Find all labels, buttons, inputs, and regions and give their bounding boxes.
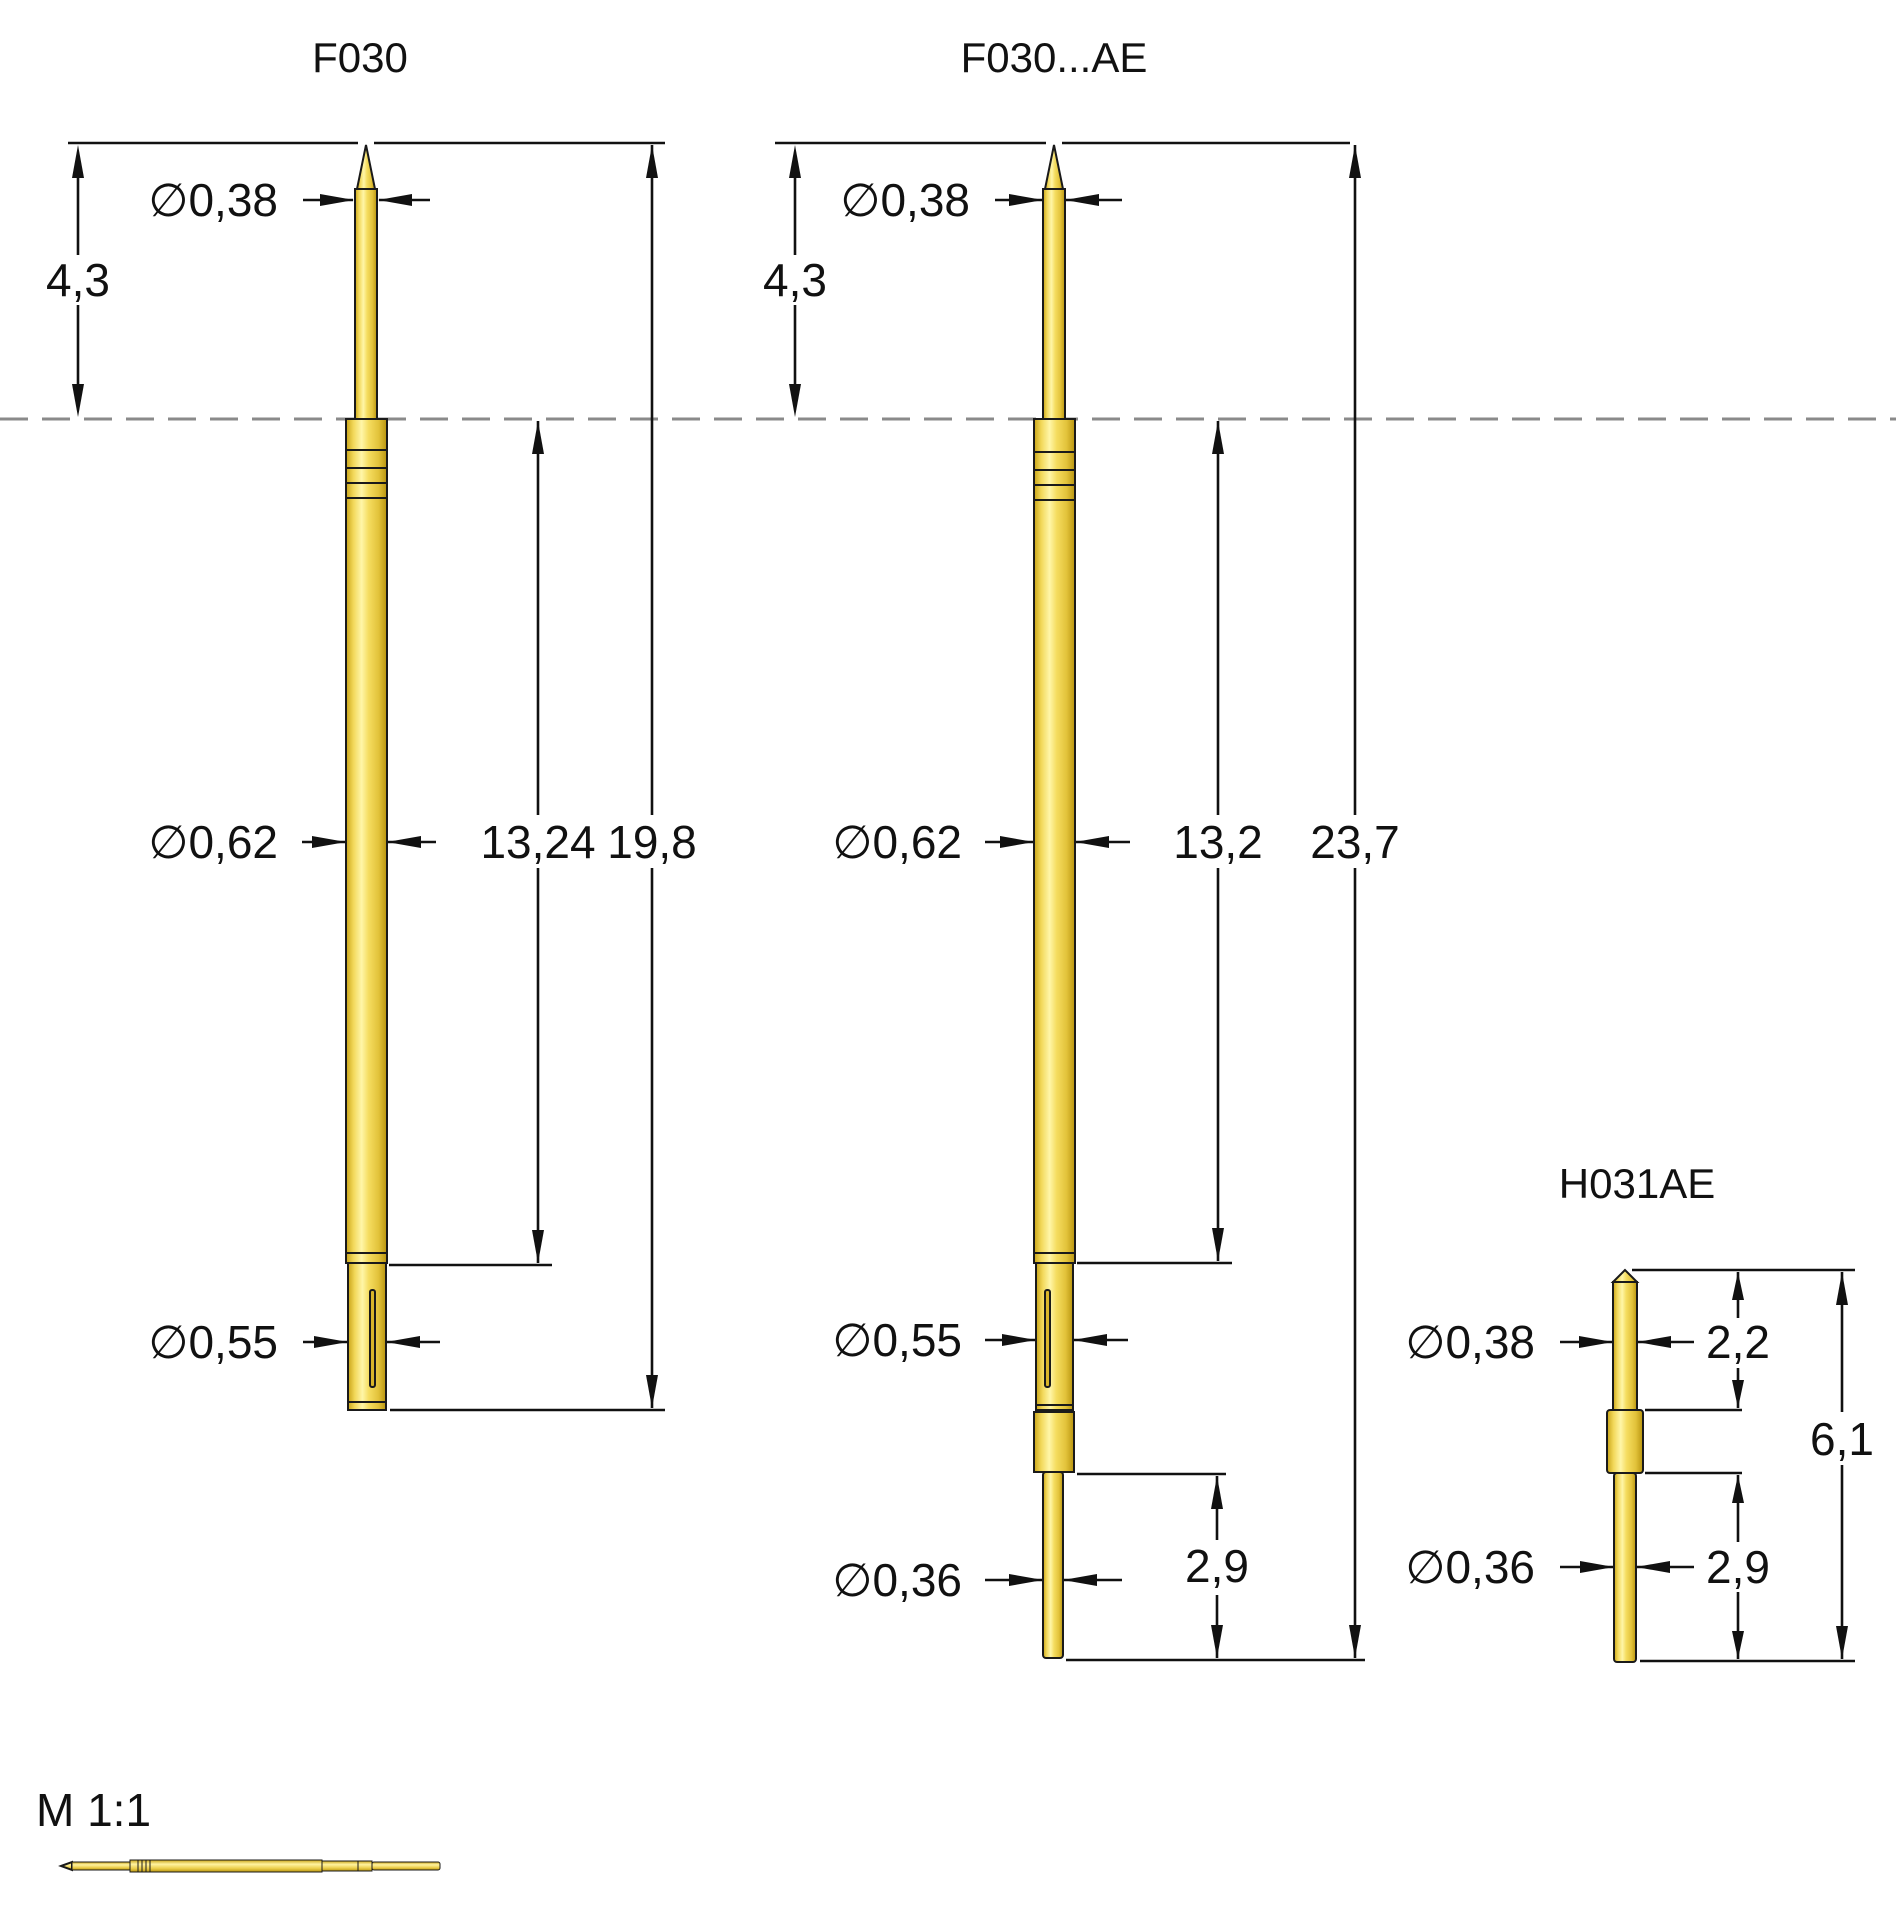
f030ae-tail-diameter: ∅0,55 — [832, 1314, 962, 1366]
h031ae-lower-diameter: ∅0,36 — [1405, 1541, 1535, 1593]
f030-tip-length: 4,3 — [46, 254, 110, 306]
f030-tail-diameter: ∅0,55 — [148, 1316, 278, 1368]
f030ae-total-length: 23,7 — [1310, 816, 1400, 868]
scale-label: M 1:1 — [36, 1784, 151, 1836]
f030ae-pin-length: 2,9 — [1185, 1540, 1249, 1592]
f030-tip-diameter: ∅0,38 — [148, 174, 278, 226]
h031ae-lower-length: 2,9 — [1706, 1541, 1770, 1593]
f030ae-pin-diameter: ∅0,36 — [832, 1554, 962, 1606]
probe-f030-ae-title: F030...AE — [961, 34, 1148, 81]
f030ae-tip-diameter: ∅0,38 — [840, 174, 970, 226]
h031ae-total-length: 6,1 — [1810, 1413, 1874, 1465]
probe-h031ae-title: H031AE — [1559, 1160, 1715, 1207]
f030ae-tip-length: 4,3 — [763, 254, 827, 306]
probe-f030-ae: F030...AE 4,3 ∅0,38 — [763, 34, 1400, 1662]
probe-f030: F030 4,3 ∅0,38 ∅0,62 — [46, 34, 697, 1412]
f030-total-length: 19,8 — [607, 816, 697, 868]
f030-barrel-diameter: ∅0,62 — [148, 816, 278, 868]
h031ae-upper-diameter: ∅0,38 — [1405, 1316, 1535, 1368]
f030ae-barrel-length: 13,2 — [1173, 816, 1263, 868]
h031ae-upper-length: 2,2 — [1706, 1316, 1770, 1368]
probe-h031ae: H031AE ∅0,38 ∅0,36 2,2 — [1405, 1160, 1874, 1663]
scale-reference: M 1:1 — [36, 1784, 441, 1873]
f030-barrel-length: 13,24 — [480, 816, 595, 868]
f030ae-barrel-diameter: ∅0,62 — [832, 816, 962, 868]
probe-f030-title: F030 — [312, 34, 408, 81]
